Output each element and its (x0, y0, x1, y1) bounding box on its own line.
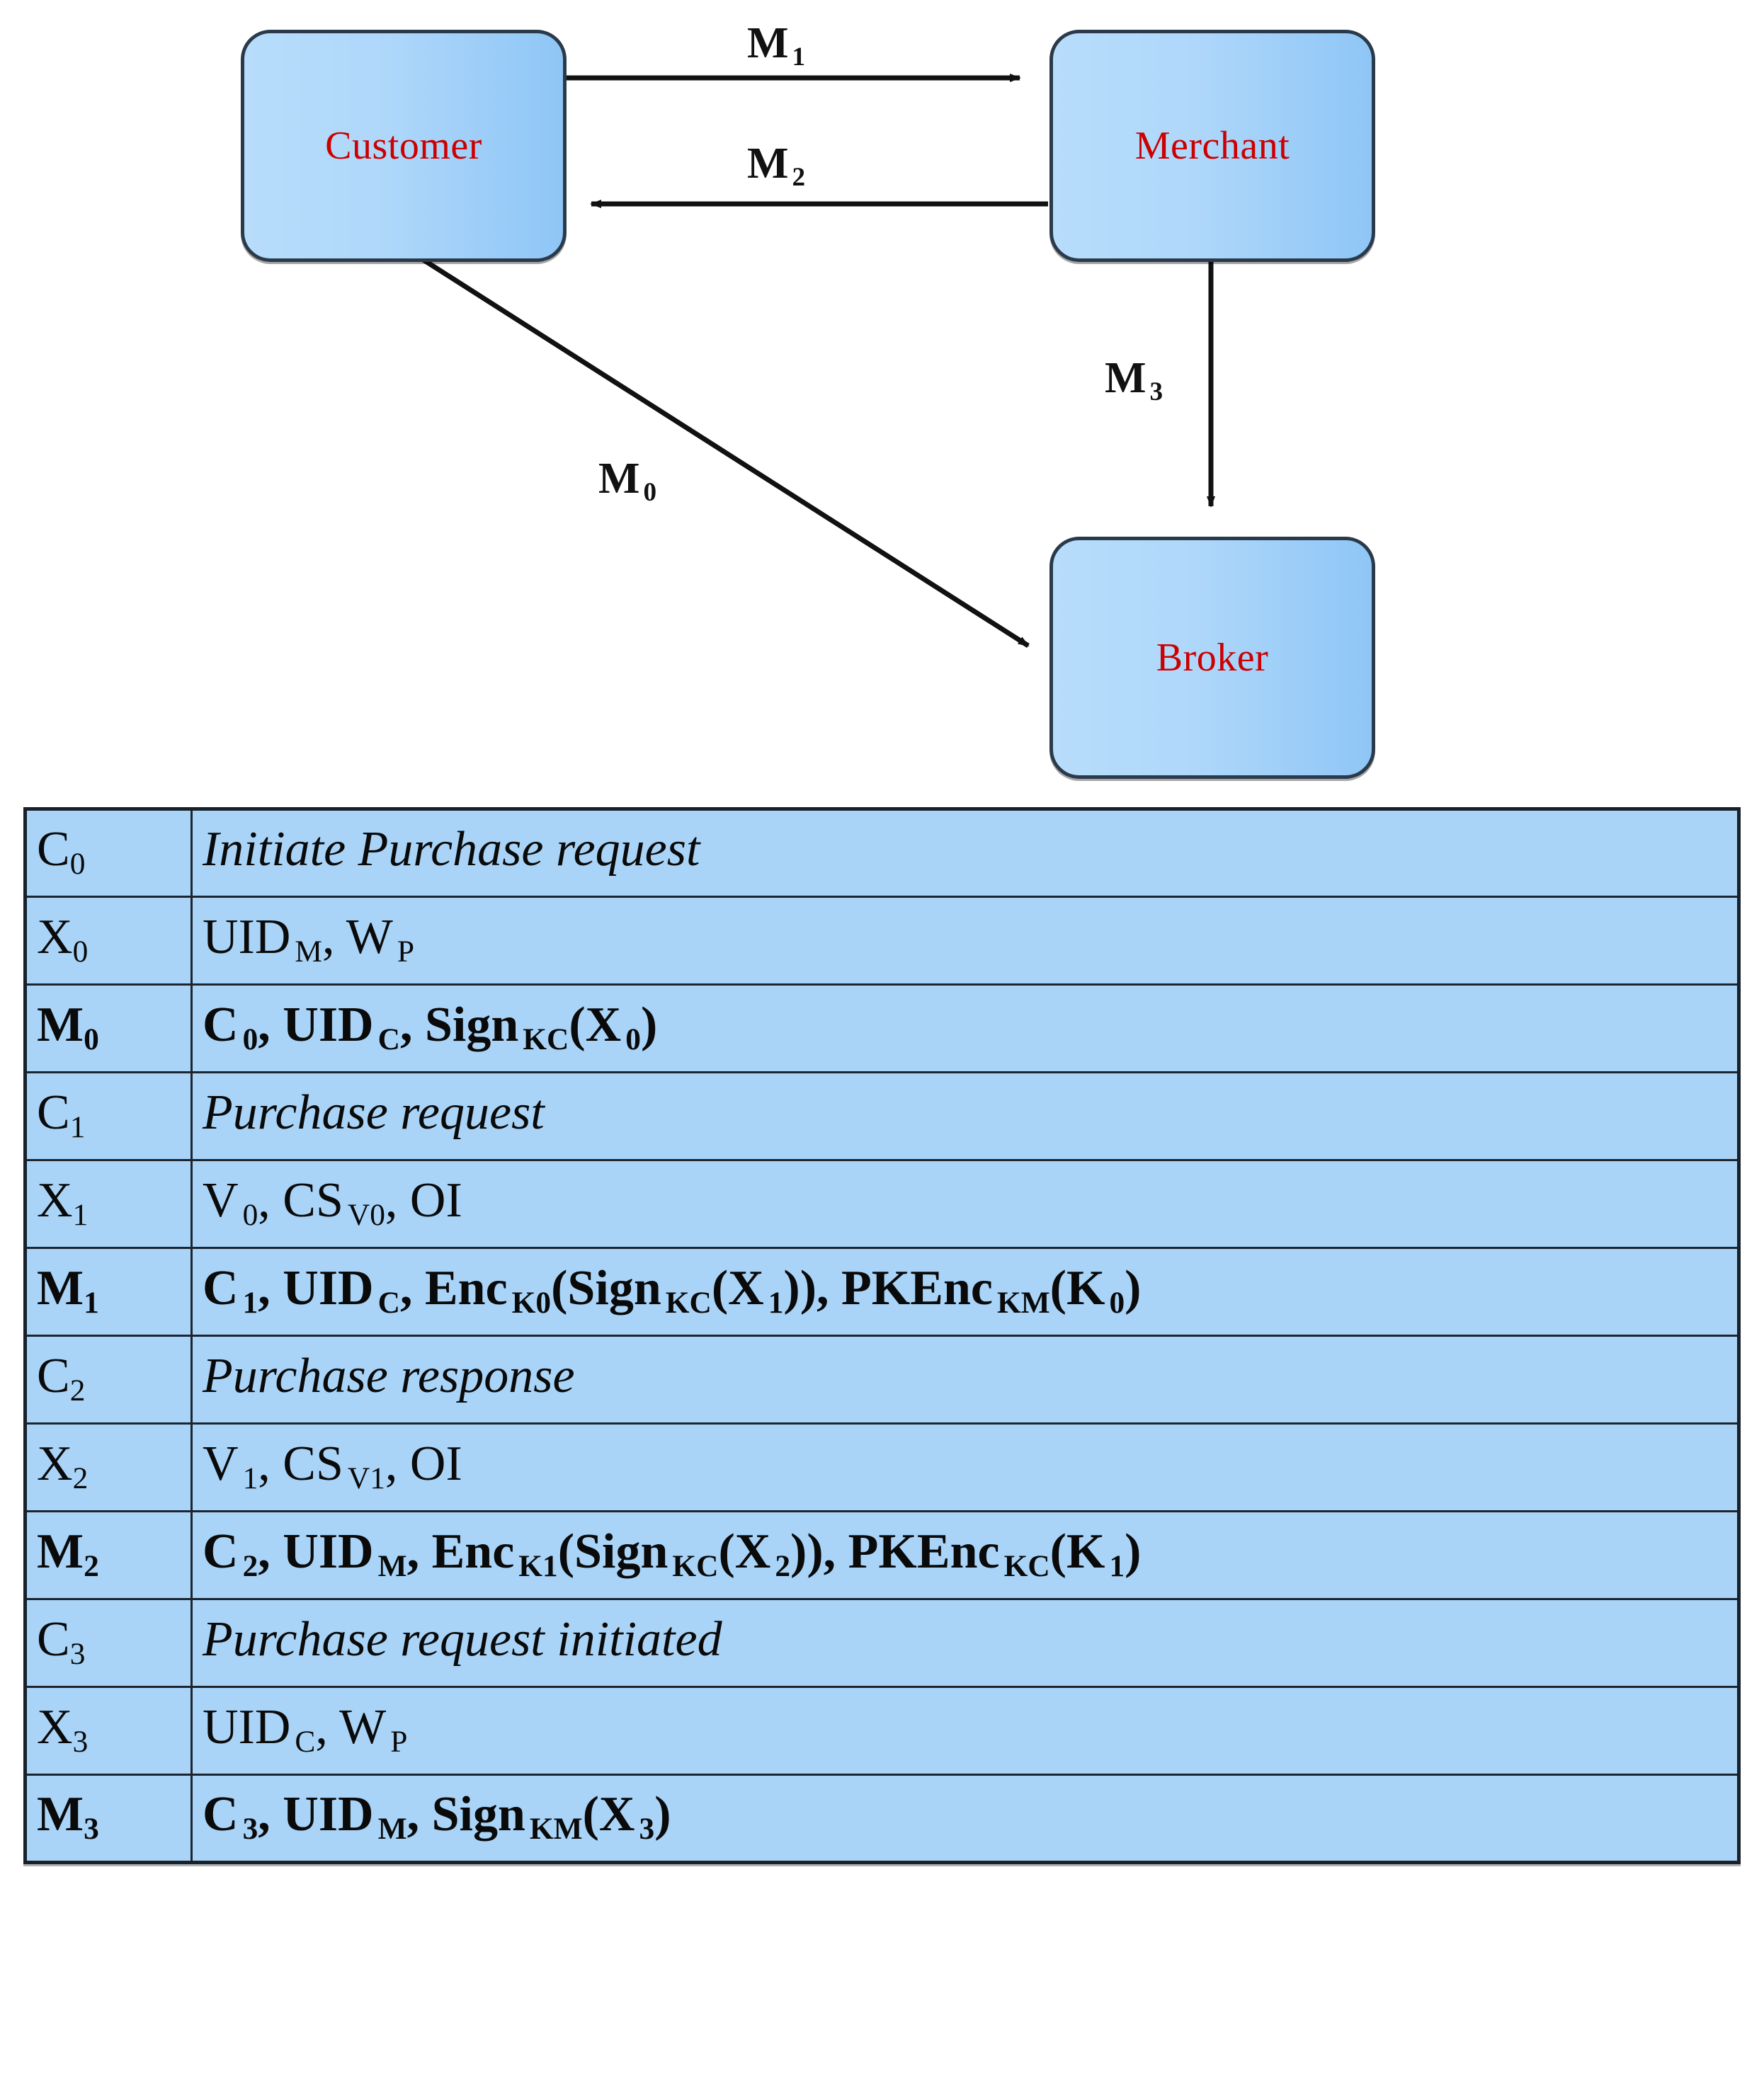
definition-text: Purchase request (203, 1085, 545, 1140)
symbol-text: C1 (37, 1085, 86, 1144)
table-cell-symbol: M1 (24, 1247, 193, 1337)
table-row: C1 Purchase request (24, 1071, 1740, 1161)
table-row: C2 Purchase response (24, 1335, 1740, 1425)
table-cell-symbol: X3 (24, 1686, 193, 1776)
symbol-text: X2 (37, 1436, 89, 1495)
symbol-text: M1 (37, 1260, 99, 1320)
table-cell-definition: Purchase request (190, 1071, 1740, 1161)
node-customer[interactable]: Customer (241, 30, 567, 262)
table-cell-symbol: C3 (24, 1598, 193, 1688)
node-merchant-label: Merchant (1134, 124, 1290, 168)
symbol-text: M2 (37, 1524, 99, 1583)
symbol-text: X1 (37, 1172, 89, 1232)
table-cell-definition: Initiate Purchase request (190, 808, 1740, 898)
table-cell-symbol: X1 (24, 1159, 193, 1249)
node-broker-label: Broker (1156, 636, 1269, 680)
diagram-connectors (416, 74, 1215, 648)
node-broker[interactable]: Broker (1049, 537, 1375, 779)
table-cell-symbol: X0 (24, 896, 193, 986)
table-cell-definition: Purchase response (190, 1335, 1740, 1425)
table-cell-symbol: X2 (24, 1422, 193, 1512)
table-cell-symbol: M2 (24, 1510, 193, 1600)
table-cell-definition: Purchase request initiated (190, 1598, 1740, 1688)
node-customer-label: Customer (325, 124, 482, 168)
table-row: C0 Initiate Purchase request (24, 808, 1740, 898)
definition-text: Purchase response (203, 1348, 575, 1403)
edge-m0-line (416, 254, 1030, 648)
symbol-text: M0 (37, 997, 99, 1056)
symbol-text: X3 (37, 1699, 89, 1759)
table-cell-symbol: C2 (24, 1335, 193, 1425)
symbol-text: X0 (37, 909, 89, 969)
node-merchant[interactable]: Merchant (1049, 30, 1375, 262)
symbol-text: C0 (37, 822, 86, 881)
symbol-text: M3 (37, 1787, 99, 1847)
table-cell-symbol: M0 (24, 983, 193, 1073)
symbol-text: C2 (37, 1348, 86, 1408)
table-cell-symbol: C1 (24, 1071, 193, 1161)
table-cell-symbol: C0 (24, 808, 193, 898)
definition-text: Initiate Purchase request (203, 822, 700, 877)
table-cell-symbol: M3 (24, 1774, 193, 1864)
definition-text: Purchase request initiated (203, 1611, 722, 1667)
symbol-text: C3 (37, 1611, 86, 1671)
table-row: C3 Purchase request initiated (24, 1598, 1740, 1688)
